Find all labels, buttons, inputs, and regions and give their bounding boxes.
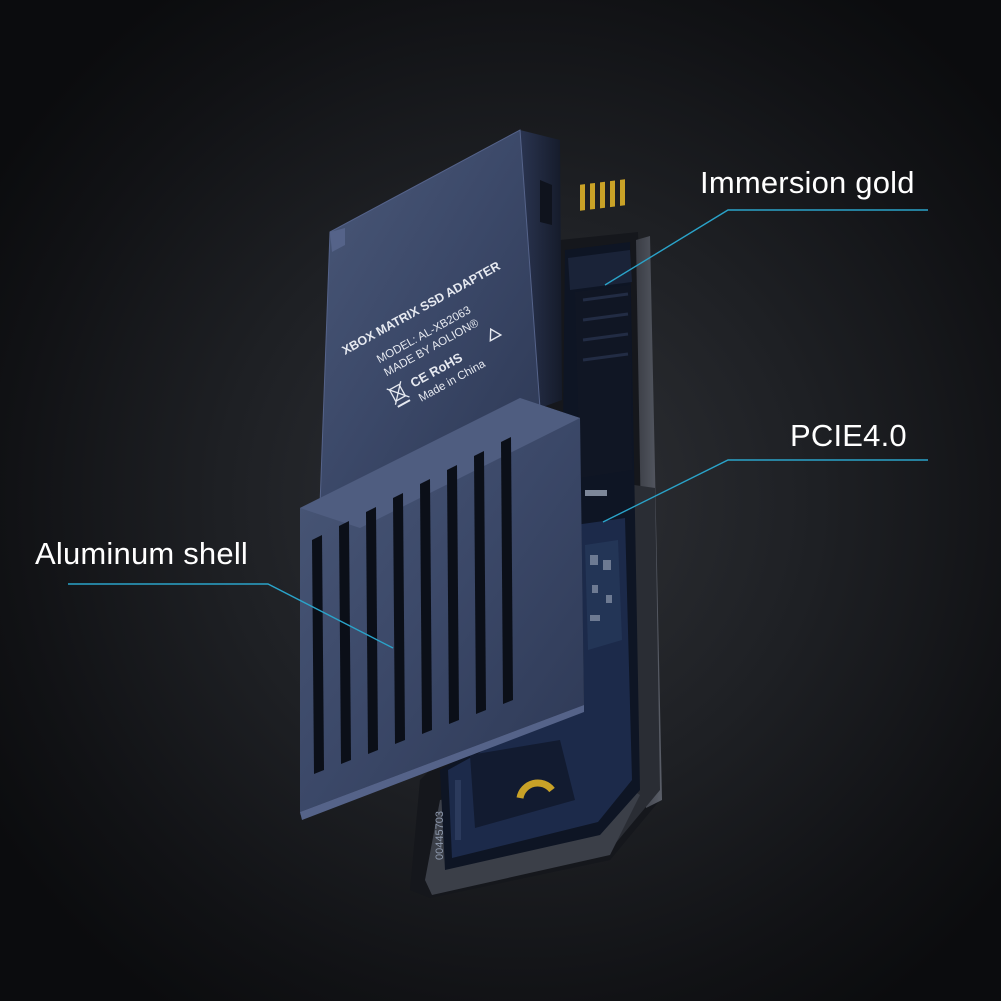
callout-line-immersion-gold — [604, 209, 928, 286]
callout-lines — [68, 209, 928, 649]
vent-slots — [312, 437, 513, 774]
screw-notch-icon — [516, 779, 555, 799]
callout-immersion-gold: Immersion gold — [700, 165, 915, 200]
weee-bin-icon — [386, 381, 411, 408]
callout-line-pcie — [602, 459, 928, 523]
callout-aluminum-shell: Aluminum shell — [35, 536, 248, 571]
gold-connector — [568, 179, 632, 496]
pcb-marking: 00445703 — [434, 811, 446, 860]
callout-line-aluminum — [68, 583, 394, 649]
aluminum-shell — [300, 129, 584, 820]
recycle-icon — [489, 327, 503, 342]
callout-pcie: PCIE4.0 — [790, 418, 907, 453]
